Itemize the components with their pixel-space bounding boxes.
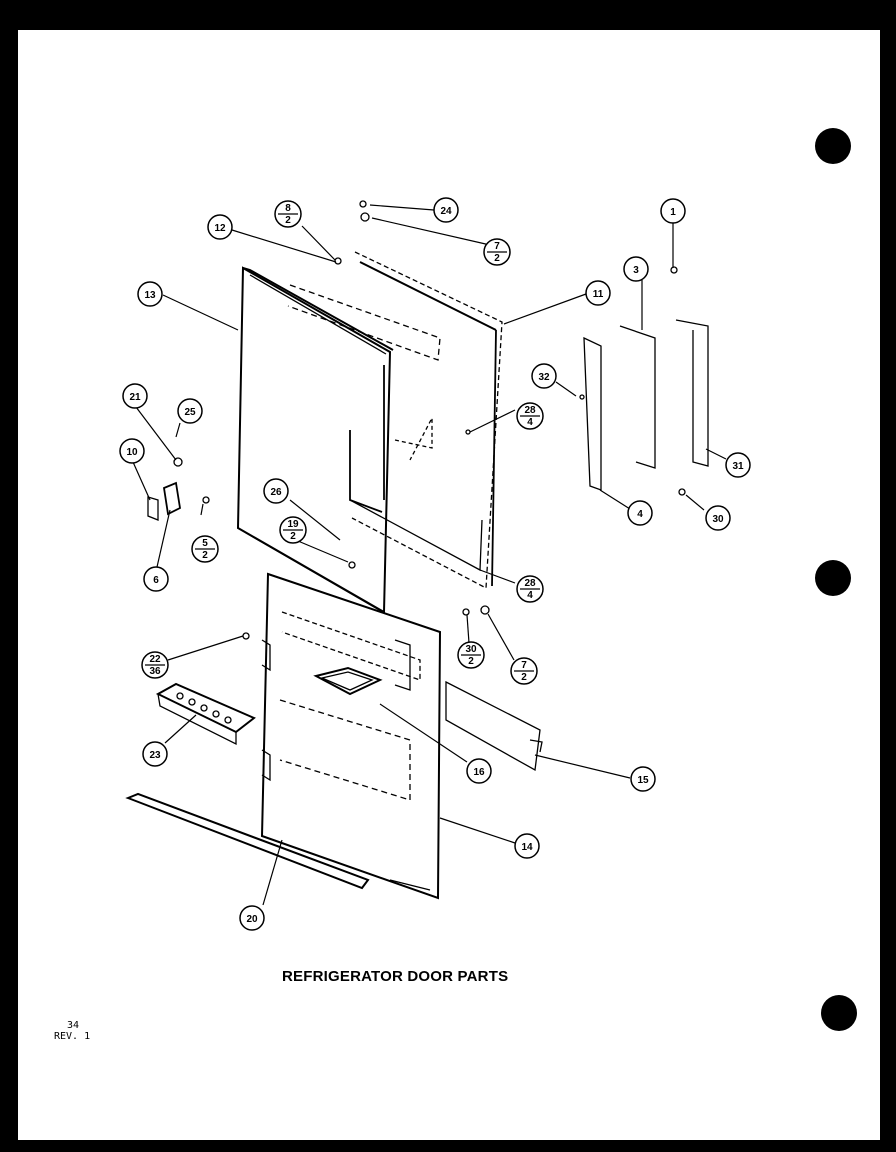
leader-lines xyxy=(132,204,727,906)
callout-3: 3 xyxy=(633,265,639,276)
inner-door-liner xyxy=(260,572,442,900)
fraction-7-2-bottom-denominator: 2 xyxy=(521,672,527,683)
callout-1: 1 xyxy=(670,207,676,218)
bracket-15 xyxy=(445,680,543,772)
fraction-bars xyxy=(145,213,540,672)
callout-20: 20 xyxy=(246,914,258,925)
binder-hole-top xyxy=(815,128,851,164)
callout-26: 26 xyxy=(270,487,282,498)
bottom-trim-strip xyxy=(125,792,370,890)
fraction-7-2-top-numerator: 7 xyxy=(494,241,500,252)
callout-25: 25 xyxy=(184,407,196,418)
fraction-5-2-top: 5 xyxy=(202,538,208,549)
fraction-28-4-bottom-denominator: 4 xyxy=(527,590,533,601)
binder-hole-bottom xyxy=(821,995,857,1031)
callout-11: 11 xyxy=(593,289,604,300)
fraction-30-2-top: 30 xyxy=(465,644,477,655)
screws xyxy=(242,200,686,640)
callout-31: 31 xyxy=(732,461,744,472)
fraction-7-2-top-denominator: 2 xyxy=(494,253,500,264)
callout-circles xyxy=(119,197,751,931)
door-liner xyxy=(351,251,503,590)
page-number: 34 xyxy=(67,1020,80,1031)
fraction-8-2-top: 8 xyxy=(285,203,291,214)
callout-21: 21 xyxy=(129,392,141,403)
callout-10: 10 xyxy=(126,447,138,458)
fraction-19-2-top: 19 xyxy=(287,519,299,530)
callout-4: 4 xyxy=(637,509,643,520)
callout-24: 24 xyxy=(440,206,452,217)
fraction-7-2-bottom-numerator: 7 xyxy=(521,660,527,671)
callout-32: 32 xyxy=(538,372,550,383)
fraction-5-2-bottom: 2 xyxy=(202,550,208,561)
fraction-19-2-bottom: 2 xyxy=(290,531,296,542)
fraction-28-4-top-numerator: 28 xyxy=(524,405,536,416)
callout-labels: 1 3 4 6 10 11 12 13 14 15 16 20 21 23 24… xyxy=(126,203,744,925)
callout-23: 23 xyxy=(149,750,161,761)
callout-30: 30 xyxy=(712,514,724,525)
butter-tray xyxy=(313,666,383,696)
parts-drawing xyxy=(125,200,709,900)
revision-label: REV. 1 xyxy=(54,1031,91,1042)
callout-14: 14 xyxy=(521,842,533,853)
fraction-28-4-bottom-numerator: 28 xyxy=(524,578,536,589)
fraction-8-2-bottom: 2 xyxy=(285,215,291,226)
egg-tray xyxy=(155,682,256,746)
diagram-caption: REFRIGERATOR DOOR PARTS xyxy=(282,968,509,985)
fraction-22-36-top: 22 xyxy=(149,654,161,665)
callout-13: 13 xyxy=(144,290,156,301)
vertical-strips xyxy=(583,319,709,491)
fraction-22-36-bottom: 36 xyxy=(149,666,161,677)
callout-16: 16 xyxy=(473,767,485,778)
callout-12: 12 xyxy=(214,223,226,234)
hinge-assembly xyxy=(147,457,210,521)
page-info: 34 REV. 1 xyxy=(54,1020,90,1042)
callout-6: 6 xyxy=(153,575,159,586)
binder-hole-middle xyxy=(815,560,851,596)
fraction-28-4-top-denominator: 4 xyxy=(527,417,533,428)
callout-15: 15 xyxy=(637,775,649,786)
door-outer-panel xyxy=(236,266,394,615)
fraction-30-2-bottom: 2 xyxy=(468,656,474,667)
